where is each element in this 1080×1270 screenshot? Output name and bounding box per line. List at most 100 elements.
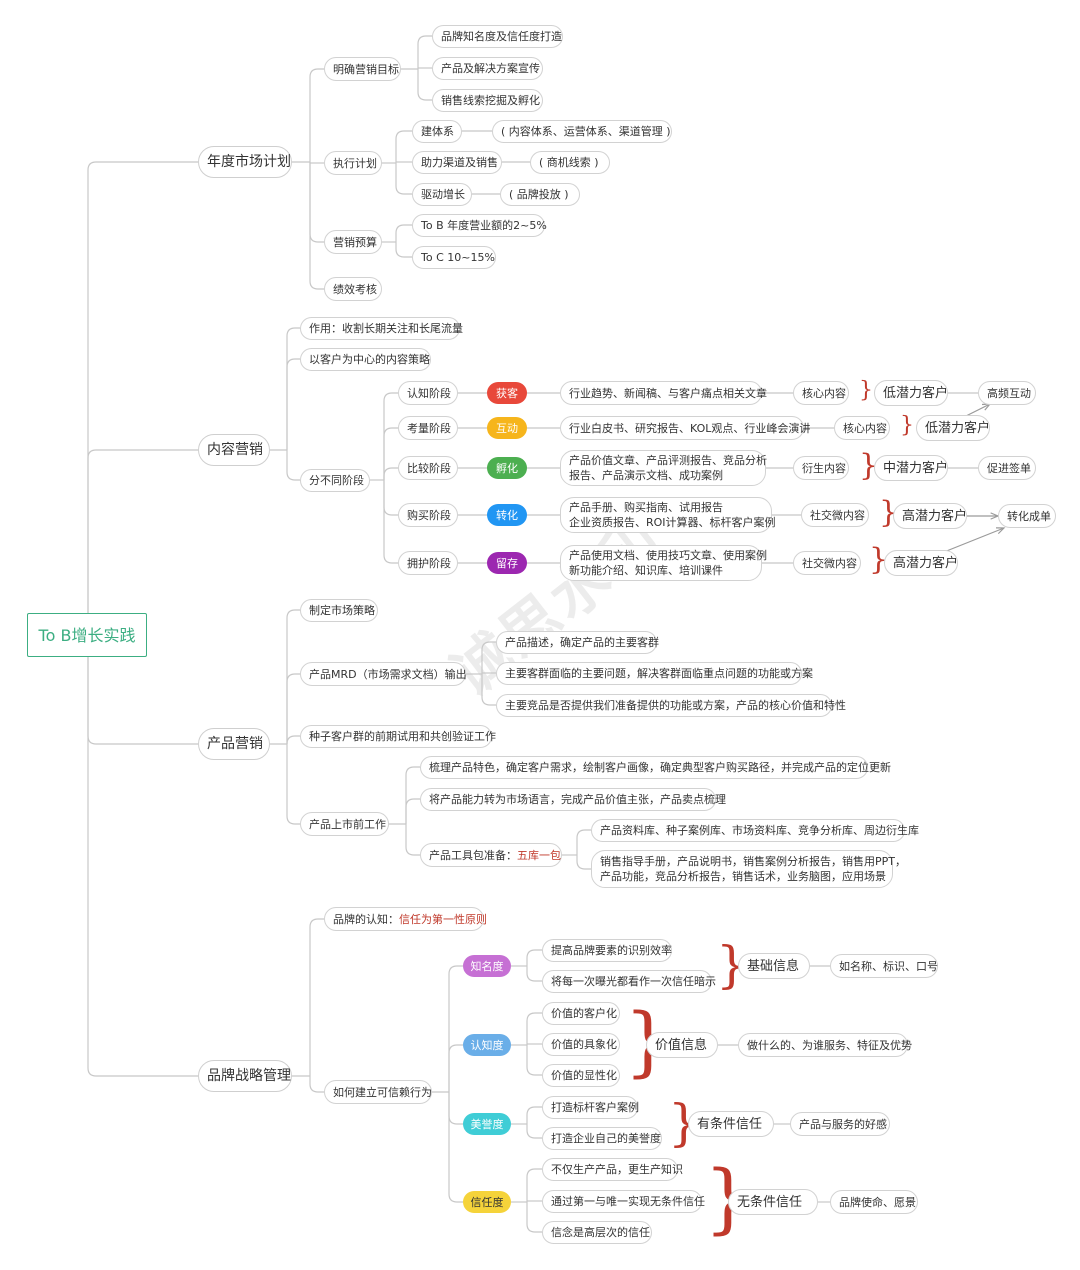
stage-purchase[interactable]: 购买阶段 xyxy=(398,503,458,527)
content-compare[interactable]: 产品价值文章、产品评测报告、竞品分析报告、产品演示文档、成功案例 xyxy=(560,450,767,486)
type-aware[interactable]: 核心内容 xyxy=(793,381,849,405)
branch-annual-plan[interactable]: 年度市场计划 xyxy=(198,146,292,178)
sum-value-info[interactable]: 价值信息 xyxy=(646,1032,718,1058)
node-mrd-3[interactable]: 主要竞品是否提供我们准备提供的功能或方案，产品的核心价值和特性 xyxy=(496,694,846,717)
node-drive-growth-detail[interactable]: ( 品牌投放 ) xyxy=(500,183,580,206)
node-market-strategy[interactable]: 制定市场策略 xyxy=(300,599,378,622)
node-label: 无条件信任 xyxy=(737,1194,803,1210)
branch-product-marketing[interactable]: 产品营销 xyxy=(198,728,270,760)
node-label: 产品MRD（市场需求文档）输出 xyxy=(309,667,467,681)
detail-basic-info[interactable]: 如名称、标识、口号 xyxy=(830,954,938,978)
outcome-frequent-interaction[interactable]: 高频互动 xyxy=(978,381,1036,405)
connector xyxy=(286,609,300,744)
node-budget-tob[interactable]: To B 年度营业额的2~5% xyxy=(412,214,547,237)
stage-advocate[interactable]: 拥护阶段 xyxy=(398,551,458,575)
outcome-close-deal[interactable]: 转化成单 xyxy=(998,504,1056,528)
node-budget-toc[interactable]: To C 10~15% xyxy=(412,246,496,269)
tag-nurture[interactable]: 孵化 xyxy=(487,457,527,479)
node-drive-growth[interactable]: 驱动增长 xyxy=(412,183,472,206)
type-purchase[interactable]: 社交微内容 xyxy=(801,503,869,527)
connector xyxy=(448,965,463,1092)
node-mrd[interactable]: 产品MRD（市场需求文档）输出 xyxy=(300,662,467,686)
result-mid[interactable]: 中潜力客户 xyxy=(874,455,948,481)
node-budget[interactable]: 营销预算 xyxy=(324,230,382,254)
stage-aware[interactable]: 认知阶段 xyxy=(398,381,458,405)
stage-consider[interactable]: 考量阶段 xyxy=(398,416,458,440)
reputation-item-1[interactable]: 打造标杆客户案例 xyxy=(542,1096,639,1119)
type-compare[interactable]: 衍生内容 xyxy=(793,456,849,480)
node-exec-plan[interactable]: 执行计划 xyxy=(324,151,382,175)
tag-acquire[interactable]: 获客 xyxy=(487,382,527,404)
tag-reputation[interactable]: 美誉度 xyxy=(463,1113,511,1135)
cognition-item-3[interactable]: 价值的显性化 xyxy=(542,1064,620,1087)
type-advocate[interactable]: 社交微内容 xyxy=(793,551,861,575)
outcome-promote-deal[interactable]: 促进签单 xyxy=(978,456,1036,480)
branch-content-marketing[interactable]: 内容营销 xyxy=(198,434,270,466)
root-node[interactable]: To B增长实践 xyxy=(27,613,147,657)
content-consider[interactable]: 行业白皮书、研究报告、KOL观点、行业峰会演讲 xyxy=(560,416,810,440)
node-brand-perception[interactable]: 品牌的认知：信任为第一性原则 xyxy=(324,907,487,931)
content-purchase[interactable]: 产品手册、购买指南、试用报告企业资质报告、ROI计算器、标杆客户案例 xyxy=(560,497,776,533)
tag-awareness[interactable]: 知名度 xyxy=(463,955,511,977)
awareness-item-2[interactable]: 将每一次曝光都看作一次信任暗示 xyxy=(542,970,716,993)
connector xyxy=(309,68,324,162)
result-low-2[interactable]: 低潜力客户 xyxy=(916,415,990,441)
node-goal-3[interactable]: 销售线索挖掘及孵化 xyxy=(432,89,543,112)
sum-unconditional-trust[interactable]: 无条件信任 xyxy=(728,1189,818,1215)
node-prelaunch[interactable]: 产品上市前工作 xyxy=(300,812,389,836)
type-consider[interactable]: 核心内容 xyxy=(834,416,890,440)
node-goal-1[interactable]: 品牌知名度及信任度打造 xyxy=(432,25,563,48)
brace: } xyxy=(900,413,914,438)
result-high-1[interactable]: 高潜力客户 xyxy=(893,503,967,529)
node-label: 产品描述，确定产品的主要客群 xyxy=(505,636,659,649)
node-mrd-2[interactable]: 主要客群面临的主要问题，解决客群面临重点问题的功能或方案 xyxy=(496,662,813,685)
trust-item-2[interactable]: 通过第一与唯一实现无条件信任 xyxy=(542,1190,705,1213)
tag-trust[interactable]: 信任度 xyxy=(463,1191,511,1213)
node-toolkit-1[interactable]: 产品资料库、种子案例库、市场资料库、竞争分析库、周边衍生库 xyxy=(591,819,919,842)
content-aware[interactable]: 行业趋势、新闻稿、与客户痛点相关文章 xyxy=(560,381,767,405)
node-trust-behavior[interactable]: 如何建立可信赖行为 xyxy=(324,1080,432,1104)
node-mrd-1[interactable]: 产品描述，确定产品的主要客群 xyxy=(496,631,659,654)
node-build-system-detail[interactable]: ( 内容体系、运营体系、渠道管理 ) xyxy=(492,120,672,143)
trust-item-3[interactable]: 信念是高层次的信任 xyxy=(542,1221,652,1244)
node-toolkit[interactable]: 产品工具包准备：五库一包 xyxy=(420,843,562,867)
tag-interact[interactable]: 互动 xyxy=(487,417,527,439)
detail-unconditional-trust[interactable]: 品牌使命、愿景 xyxy=(830,1190,918,1214)
toolkit-prefix: 产品工具包准备： xyxy=(429,848,517,862)
tag-cognition[interactable]: 认知度 xyxy=(463,1034,511,1056)
node-toolkit-2[interactable]: 销售指导手册，产品说明书，销售案例分析报告，销售用PPT，产品功能，竞品分析报告… xyxy=(591,850,906,888)
detail-value-info[interactable]: 做什么的、为谁服务、特征及优势 xyxy=(738,1033,912,1057)
detail-conditional-trust[interactable]: 产品与服务的好感 xyxy=(790,1112,890,1136)
node-channel-sales[interactable]: 助力渠道及销售 xyxy=(412,151,502,174)
node-seed-customers[interactable]: 种子客户群的前期试用和共创验证工作 xyxy=(300,725,496,748)
node-channel-sales-detail[interactable]: ( 商机线索 ) xyxy=(530,151,610,174)
tag-retain[interactable]: 留存 xyxy=(487,552,527,574)
trust-item-1[interactable]: 不仅生产产品，更生产知识 xyxy=(542,1158,683,1181)
node-prelaunch-2[interactable]: 将产品能力转为市场语言，完成产品价值主张，产品卖点梳理 xyxy=(420,788,726,811)
content-advocate[interactable]: 产品使用文档、使用技巧文章、使用案例新功能介绍、知识库、培训课件 xyxy=(560,545,767,581)
result-low-1[interactable]: 低潜力客户 xyxy=(874,380,948,406)
node-performance[interactable]: 绩效考核 xyxy=(324,277,382,301)
tag-convert[interactable]: 转化 xyxy=(487,504,527,526)
connector xyxy=(286,327,300,450)
sum-basic-info[interactable]: 基础信息 xyxy=(738,953,810,979)
node-customer-centric[interactable]: 以客户为中心的内容策略 xyxy=(300,348,431,371)
node-build-system[interactable]: 建体系 xyxy=(412,120,462,143)
cognition-item-2[interactable]: 价值的具象化 xyxy=(542,1033,620,1056)
node-stages[interactable]: 分不同阶段 xyxy=(300,469,370,492)
result-high-2[interactable]: 高潜力客户 xyxy=(884,550,958,576)
node-goal-2[interactable]: 产品及解决方案宣传 xyxy=(432,57,543,80)
sum-conditional-trust[interactable]: 有条件信任 xyxy=(688,1111,774,1137)
stage-compare[interactable]: 比较阶段 xyxy=(398,456,458,480)
node-content-purpose[interactable]: 作用：收割长期关注和长尾流量 xyxy=(300,317,463,340)
cognition-item-1[interactable]: 价值的客户化 xyxy=(542,1002,620,1025)
node-label: 行业趋势、新闻稿、与客户痛点相关文章 xyxy=(569,386,767,400)
node-prelaunch-1[interactable]: 梳理产品特色，确定客户需求，绘制客户画像，确定典型客户购买路径，并完成产品的定位… xyxy=(420,756,891,779)
awareness-item-1[interactable]: 提高品牌要素的识别效率 xyxy=(542,939,672,962)
node-label: 梳理产品特色，确定客户需求，绘制客户画像，确定典型客户购买路径，并完成产品的定位… xyxy=(429,761,891,774)
connector xyxy=(526,1106,542,1124)
reputation-item-2[interactable]: 打造企业自己的美誉度 xyxy=(542,1127,662,1150)
branch-brand-strategy[interactable]: 品牌战略管理 xyxy=(198,1060,292,1092)
node-marketing-goal[interactable]: 明确营销目标 xyxy=(324,57,401,81)
